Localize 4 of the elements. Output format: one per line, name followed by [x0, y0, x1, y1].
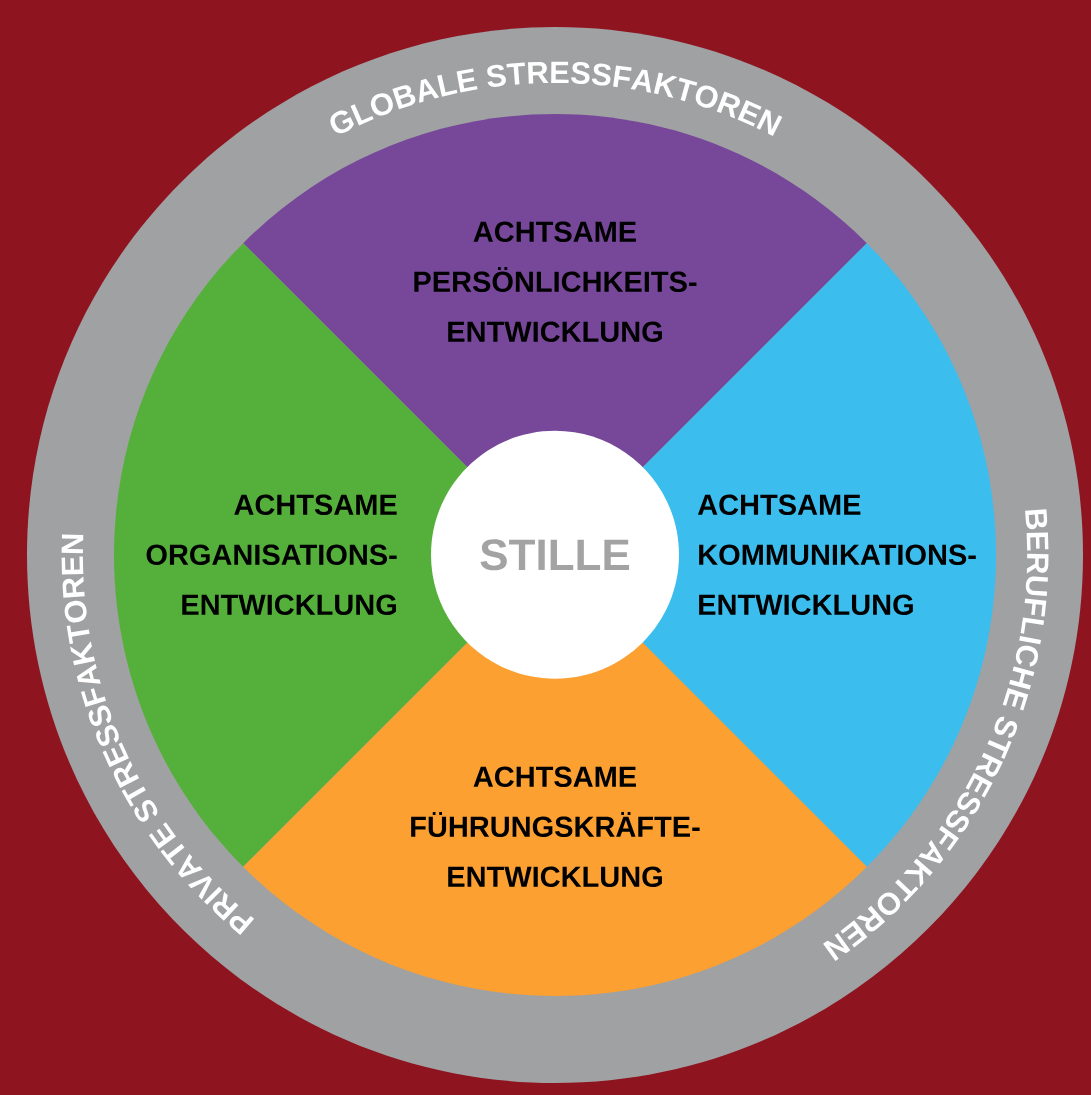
sector-label: ACHTSAME KOMMUNIKATIONS- ENTWICKLUNG	[697, 494, 976, 616]
sector-label: ACHTSAME FÜHRUNGSKRÄFTE- ENTWICKLUNG	[411, 766, 700, 888]
sector-label: ACHTSAME PERSÖNLICHKEITS- ENTWICKLUNG	[414, 221, 697, 343]
sector-label: ACHTSAME ORGANISATIONS- ENTWICKLUNG	[146, 494, 397, 616]
